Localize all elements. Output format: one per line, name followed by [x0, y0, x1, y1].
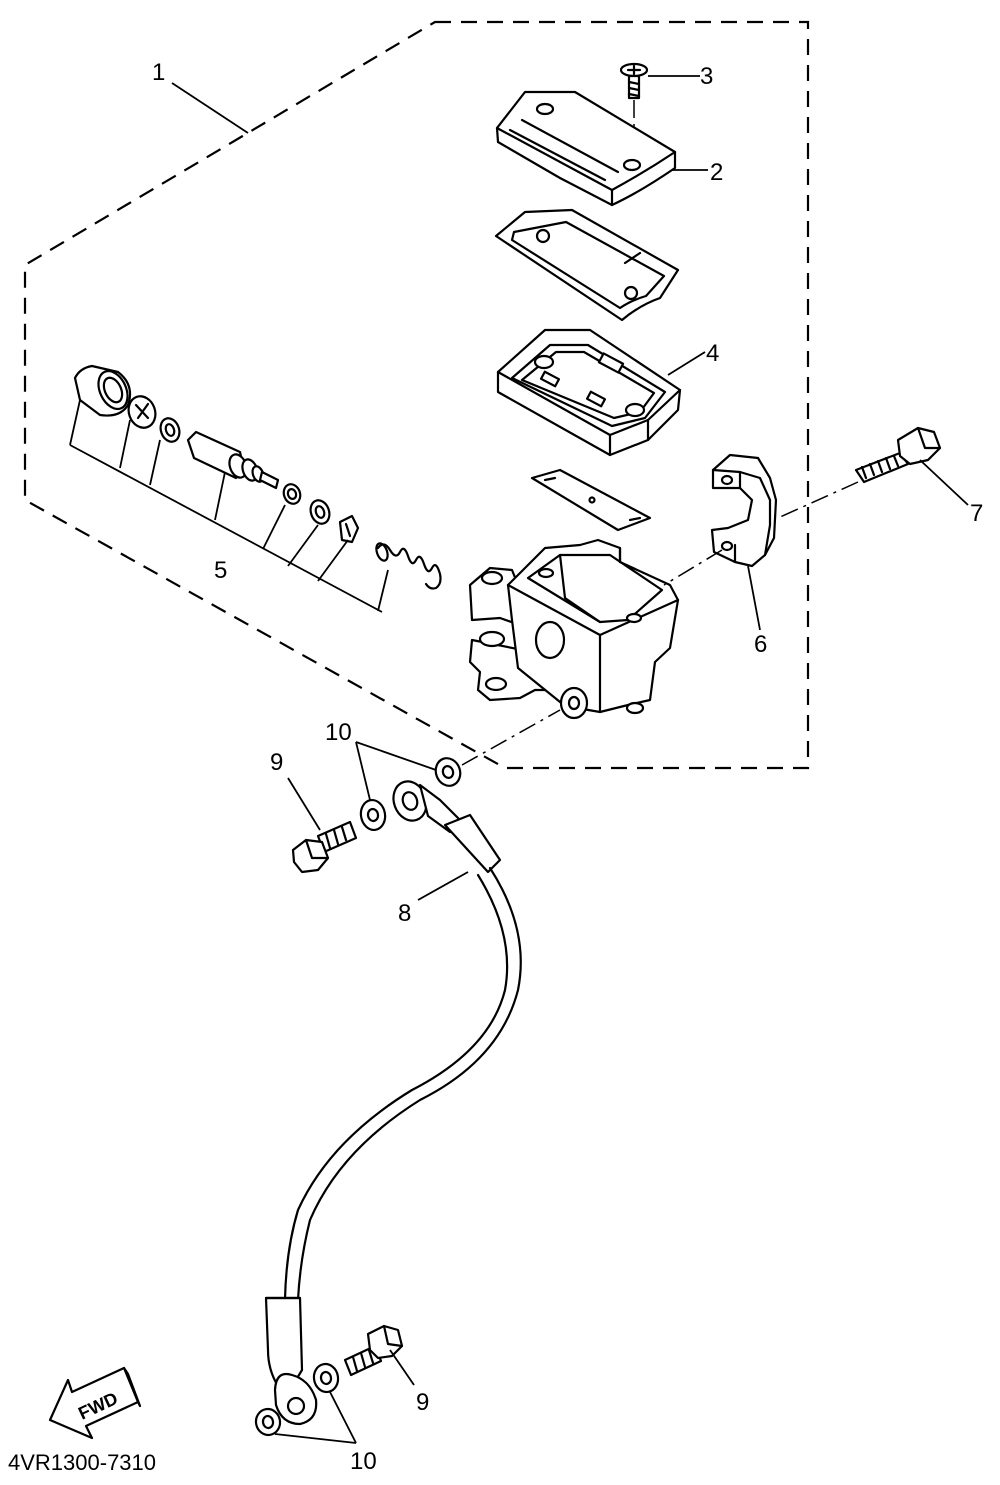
- part-9-union-bolt-upper: [291, 820, 358, 874]
- part-10-washer-upper-b: [359, 798, 387, 832]
- part-9-union-bolt-lower: [343, 1324, 404, 1377]
- part-5-piston-kit: [73, 364, 442, 590]
- callout-5: 5: [214, 557, 227, 584]
- part-10-washer-upper-a: [434, 757, 462, 787]
- callout-4: 4: [706, 340, 719, 367]
- callout-2: 2: [710, 159, 723, 186]
- part-6-holder: [710, 453, 778, 568]
- diagram-code: 4VR1300-7310: [8, 1450, 156, 1475]
- part-8-brake-hose: [264, 780, 522, 1426]
- part-10-washer-lower-b: [254, 1407, 282, 1437]
- part-2-reservoir-cap: [495, 90, 677, 207]
- assembly-boundary-1: [23, 20, 810, 770]
- part-10-washer-lower-a: [312, 1362, 340, 1394]
- diaphragm-plate: [494, 208, 680, 322]
- part-7-bolt: [854, 426, 942, 484]
- callout-10-lower: 10: [350, 1448, 377, 1475]
- callout-8: 8: [398, 900, 411, 927]
- callout-1: 1: [152, 59, 165, 86]
- master-cylinder-body: [468, 538, 680, 720]
- callout-10-upper: 10: [325, 719, 352, 746]
- part-3-screw: [619, 62, 649, 100]
- part-5-group-lines: [69, 399, 389, 613]
- part-4-diaphragm: [496, 328, 682, 457]
- callout-7: 7: [970, 500, 983, 527]
- leader-lines: [171, 75, 969, 1444]
- float-plate: [530, 468, 652, 532]
- callout-9-lower: 9: [416, 1389, 429, 1416]
- fwd-arrow: FWD: [48, 1366, 142, 1440]
- callout-3: 3: [700, 63, 713, 90]
- callout-6: 6: [754, 631, 767, 658]
- callout-9-upper: 9: [270, 749, 283, 776]
